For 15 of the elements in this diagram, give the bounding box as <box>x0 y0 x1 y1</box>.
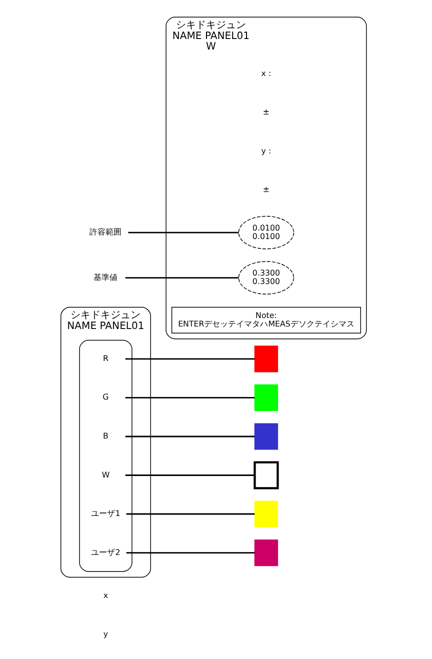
connector <box>124 277 238 279</box>
connector <box>124 436 254 438</box>
node-box <box>254 540 278 566</box>
cluster <box>78 340 132 572</box>
node-box <box>254 500 278 528</box>
connector <box>124 474 254 476</box>
connector <box>126 513 254 515</box>
node-box <box>254 384 278 411</box>
node-box <box>254 423 278 450</box>
connector <box>128 232 238 234</box>
connector <box>124 397 254 398</box>
node-box <box>253 461 278 490</box>
connector <box>124 358 254 360</box>
node-box <box>254 346 278 372</box>
connector <box>126 552 254 554</box>
